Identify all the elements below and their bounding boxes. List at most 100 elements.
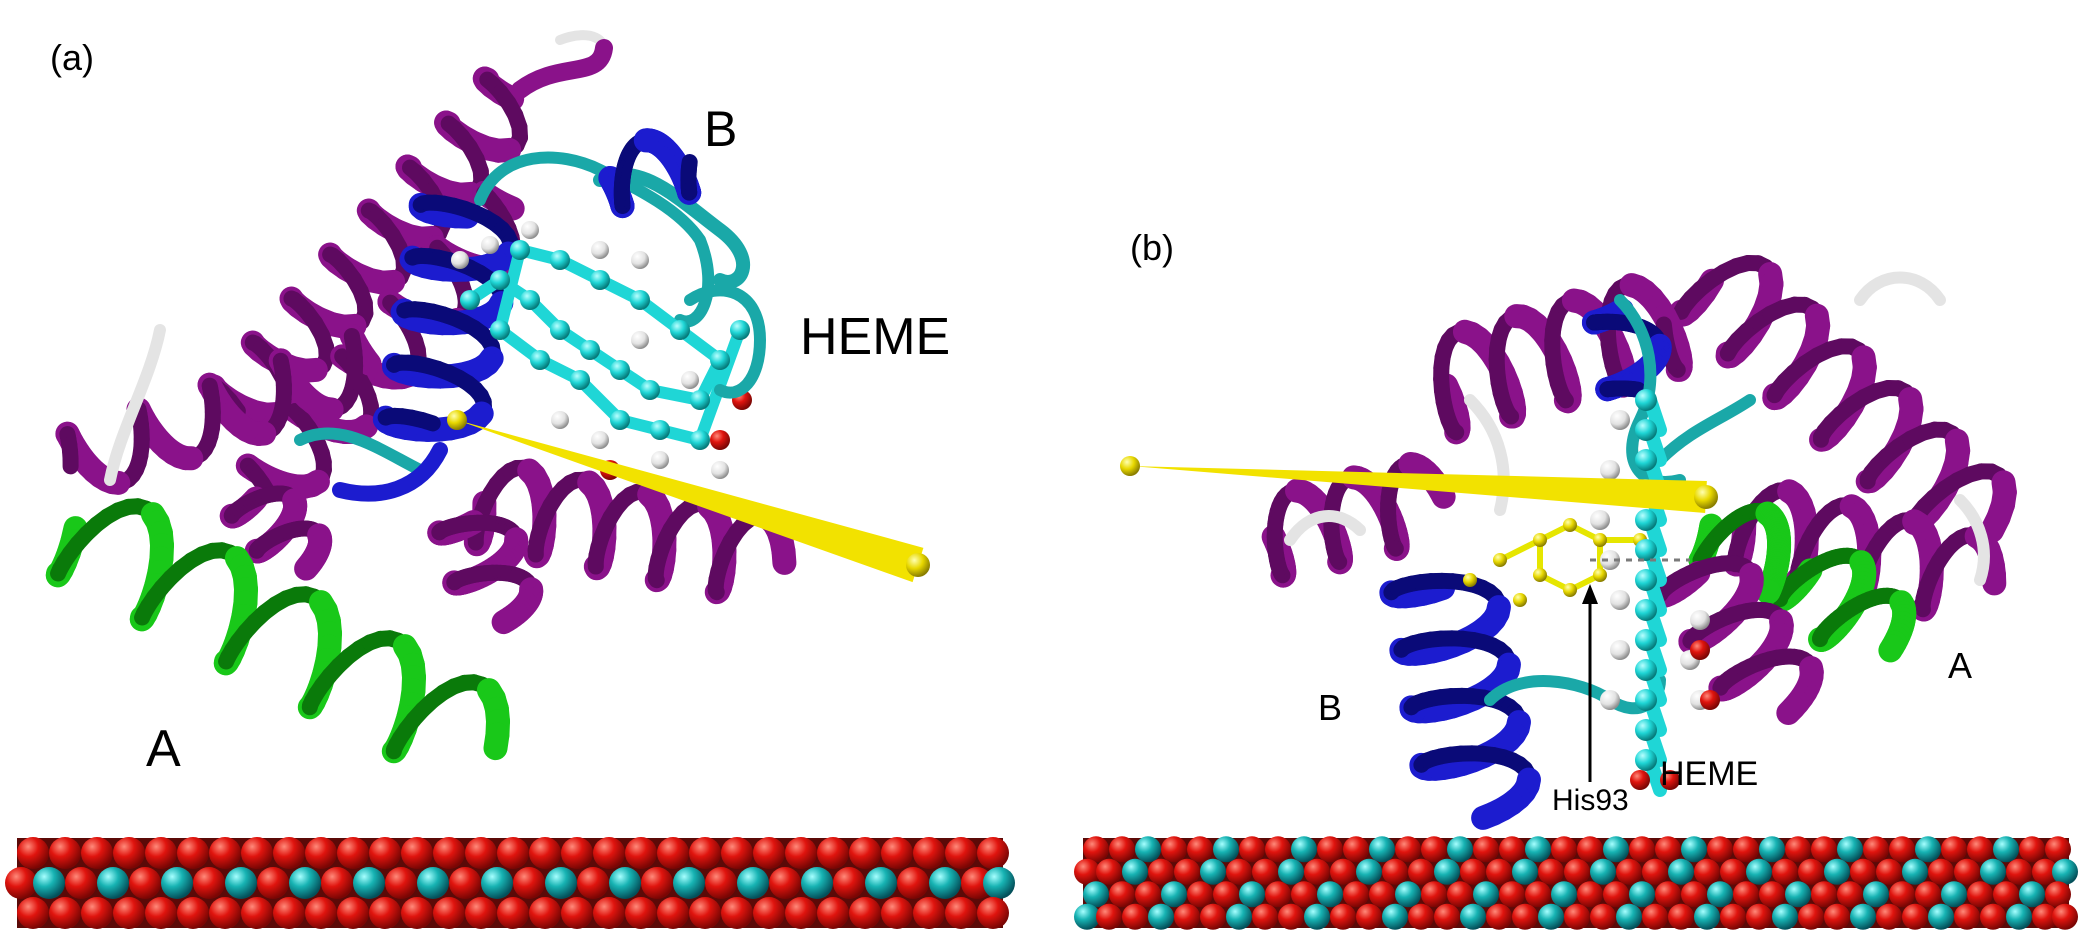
dipole-arrow-b-base-sphere [1694,485,1718,509]
heme-b-carbon [1635,569,1657,591]
surface-slab-a-atom [241,897,273,929]
surface-slab-b-atom [1772,858,1798,885]
surface-slab-a-atom [977,837,1009,869]
surface-slab-a-atom [673,867,705,899]
surface-slab-a-atom [961,867,993,899]
surface-slab-b-atom [1096,858,1122,885]
surface-slab-b-atom [1226,903,1252,930]
surface-slab-b-atom [1187,836,1213,863]
heme-b-oxygen [1660,770,1680,790]
surface-slab-b-atom [1863,881,1889,908]
surface-slab-b-atom [1577,881,1603,908]
surface-slab-b-atom [1278,903,1304,930]
surface-slab-a-atom [305,837,337,869]
heme-a-carbon [490,270,510,290]
surface-slab-a-atom [833,867,865,899]
his93-residue [1463,518,1647,607]
surface-slab-a-atom [273,837,305,869]
surface-slab-a-atom [657,897,689,929]
surface-slab-b-atom [1603,836,1629,863]
loop-a-cyan-mid [294,427,426,476]
his93-pointer-head [1582,584,1598,604]
surface-slab-a-atom [49,897,81,929]
surface-slab-a-atom [353,867,385,899]
surface-slab-b-atom [1161,881,1187,908]
surface-slab-b-atom [1408,858,1434,885]
surface-slab-b-atom [1525,836,1551,863]
surface-slab-b-atom [1382,903,1408,930]
heme-a-hydrogen [591,241,609,259]
surface-slab-a-atom [369,837,401,869]
surface-slab-a-atom [65,867,97,899]
surface-slab-b [1074,836,2078,930]
surface-slab-b-atom [1447,881,1473,908]
heme-b-hydrogen [1600,460,1620,480]
surface-slab-a-atom [17,897,49,929]
surface-slab-b-atom [1746,858,1772,885]
surface-slab-a-atom [929,867,961,899]
heme-b-carbon [1635,719,1657,741]
surface-slab-a-atom [97,867,129,899]
heme-b-hydrogen [1610,640,1630,660]
heme-a-carbon [690,390,710,410]
heme-a-carbon [520,290,540,310]
surface-slab-a-atom [401,897,433,929]
surface-slab-a [5,837,1015,929]
surface-slab-a-atom [113,897,145,929]
heme-a-carbon [670,320,690,340]
dipole-arrow-a-tip-sphere [447,410,467,430]
surface-slab-b-atom [1473,881,1499,908]
dipole-arrow-b [1120,456,1718,513]
loop-b-white-mid [1464,394,1510,516]
surface-slab-b-atom [1135,836,1161,863]
surface-slab-b-atom [1551,836,1577,863]
surface-slab-a-atom [865,867,897,899]
surface-slab-b-atom [1122,858,1148,885]
heme-b-carbon [1635,509,1657,531]
surface-slab-a-atom [785,897,817,929]
heme-a-carbon [710,350,730,370]
surface-slab-a-atom [481,867,513,899]
surface-slab-b-atom [1083,881,1109,908]
heme-a-hydrogen [631,331,649,349]
surface-slab-b-atom [1421,881,1447,908]
surface-slab-b-atom [1434,858,1460,885]
surface-slab-a-atom [449,867,481,899]
surface-slab-b-atom [1512,858,1538,885]
surface-slab-b-atom [1759,836,1785,863]
panel-a [45,30,930,764]
surface-slab-b-atom [1278,858,1304,885]
heme-a-carbon [460,290,480,310]
surface-slab-b-atom [1798,903,1824,930]
surface-slab-b-atom [1954,858,1980,885]
panel-a-label: (a) [50,37,94,78]
loop-b-white-top [1854,271,1946,306]
surface-slab-a-atom [913,897,945,929]
heme-b-hydrogen [1610,590,1630,610]
surface-slab-a-atom [49,837,81,869]
surface-slab-b-atom [1642,903,1668,930]
heme-a-carbon [730,320,750,340]
heme-b-carbon [1635,689,1657,711]
dipole-arrow-a-shaft [457,420,924,583]
surface-slab-b-atom [1343,836,1369,863]
surface-slab-b-atom [1369,836,1395,863]
panel-b-label: (b) [1130,227,1174,268]
surface-slab-b-atom [1304,858,1330,885]
surface-slab-a-atom [241,837,273,869]
panel-b-label-A: A [1948,645,1972,686]
surface-slab-a-atom [753,897,785,929]
surface-slab-a-atom [465,897,497,929]
surface-slab-a-atom [545,867,577,899]
panel-b-label-his: His93 [1552,784,1629,817]
surface-slab-a-atom [529,837,561,869]
surface-slab-b-atom [1564,858,1590,885]
surface-slab-b-atom [1824,903,1850,930]
surface-slab-b-atom [1187,881,1213,908]
heme-a-hydrogen [711,461,729,479]
surface-slab-b-atom [1928,903,1954,930]
surface-slab-b-atom [1629,836,1655,863]
surface-slab-b-atom [1538,858,1564,885]
surface-slab-a-atom [145,837,177,869]
surface-slab-a-atom [689,897,721,929]
